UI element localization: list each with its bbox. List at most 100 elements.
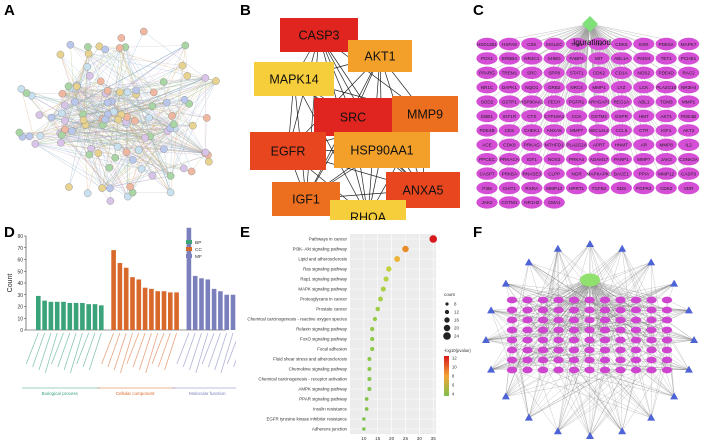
- panel-label-f: F: [473, 224, 483, 241]
- go-bar-cc: [117, 263, 123, 330]
- target-node-label: GSTM2: [591, 114, 607, 119]
- pathway-dot: [380, 286, 386, 292]
- pathway-edge: [558, 339, 695, 361]
- ppi-edge: [109, 77, 206, 189]
- target-node-label: TET1: [661, 56, 673, 61]
- target-node: [553, 346, 564, 354]
- target-node-label: SOD2: [481, 99, 494, 104]
- panel-label-b: B: [240, 2, 251, 19]
- target-node-label: ADAM17: [590, 157, 609, 162]
- go-term-label: [70, 332, 83, 374]
- go-term-label: [201, 332, 215, 365]
- plot-background: [350, 234, 436, 434]
- target-node-label: PRKA4: [569, 157, 585, 162]
- target-node: [588, 66, 610, 79]
- target-node: [498, 167, 520, 180]
- drug-edge: [589, 279, 606, 371]
- size-legend-dot: [445, 302, 449, 306]
- pathway-node: [670, 279, 679, 287]
- drug-edge: [527, 279, 591, 301]
- pathway-label: FoxO signaling pathway: [300, 337, 348, 342]
- target-node-label: CDK2: [660, 186, 673, 191]
- target-node: [615, 316, 626, 324]
- target-node: [661, 366, 673, 374]
- drug-edge: [573, 279, 591, 371]
- target-node: [521, 181, 543, 195]
- size-legend-label: 20: [454, 326, 459, 331]
- hub-node-mapk14: [254, 62, 334, 96]
- target-node-label: NR1C: [481, 85, 494, 90]
- ppi-edge: [88, 53, 216, 82]
- ppi-node: [58, 89, 67, 98]
- target-node: [566, 138, 588, 151]
- pathway-edge: [542, 248, 558, 351]
- ppi-node: [25, 132, 34, 141]
- pathway-node: [618, 244, 627, 252]
- ppi-edge: [51, 117, 111, 189]
- target-node-label: JAK2: [482, 200, 493, 205]
- ppi-node: [85, 71, 94, 80]
- target-node: [610, 109, 632, 123]
- target-node-label: GRB2: [548, 85, 561, 90]
- target-node-label: HSD11B1: [477, 42, 498, 47]
- target-node: [610, 66, 632, 79]
- ppi-node: [140, 27, 148, 36]
- target-node: [521, 81, 543, 94]
- target-node: [615, 306, 626, 314]
- ppi-node: [159, 78, 168, 86]
- target-node: [537, 306, 549, 314]
- drug-node: [582, 16, 598, 32]
- ppi-edge: [135, 94, 171, 193]
- ppi-node: [101, 115, 109, 124]
- size-legend-label: 12: [454, 310, 459, 315]
- ppi-edge: [170, 45, 186, 193]
- ppi-edge: [125, 45, 186, 48]
- target-node-label: CSK: [527, 42, 537, 47]
- target-node: [498, 181, 520, 195]
- pathway-edge: [557, 349, 575, 432]
- ppi-edge: [141, 149, 165, 170]
- go-bar-mf: [192, 275, 198, 330]
- ppi-edge: [35, 143, 110, 168]
- target-node: [521, 167, 543, 180]
- go-bar-cc: [142, 287, 148, 330]
- target-node-label: PPIA: [639, 171, 650, 176]
- drug-edge: [527, 279, 591, 311]
- ppi-edge: [60, 128, 171, 134]
- target-node: [646, 326, 657, 334]
- target-node: [543, 95, 565, 108]
- target-node: [661, 316, 673, 324]
- legend-swatch: [186, 254, 192, 258]
- target-node-label: CCK: [572, 114, 583, 119]
- pathway-label: Adherens junction: [312, 427, 348, 432]
- target-node: [655, 95, 677, 108]
- ppi-edge: [111, 101, 165, 150]
- drug-edge: [542, 279, 591, 351]
- pathway-edge: [485, 329, 544, 341]
- ppi-edge: [83, 119, 151, 137]
- target-node: [633, 167, 655, 180]
- target-node: [537, 296, 549, 304]
- hub-node-mmp9: [392, 96, 458, 132]
- pathway-edge: [485, 319, 513, 341]
- target-node: [615, 326, 626, 334]
- target-node: [543, 37, 565, 51]
- pathway-node: [618, 427, 627, 435]
- target-node: [588, 124, 610, 137]
- hub-node-src: [314, 98, 392, 136]
- size-legend-label: 16: [454, 318, 459, 323]
- pathway-edge: [557, 349, 668, 432]
- ppi-edge: [83, 119, 171, 193]
- target-node: [655, 66, 677, 79]
- target-node: [630, 366, 642, 374]
- ppi-edge: [107, 91, 174, 125]
- target-node: [568, 326, 580, 334]
- drug-edge: [589, 279, 637, 321]
- pathway-edge: [505, 283, 668, 331]
- legend-swatch: [186, 247, 192, 251]
- go-bar-mf: [211, 288, 217, 330]
- ppi-node: [72, 82, 81, 91]
- target-node: [615, 356, 626, 364]
- drug-target-edge: [509, 23, 591, 45]
- pathway-edge: [573, 262, 652, 361]
